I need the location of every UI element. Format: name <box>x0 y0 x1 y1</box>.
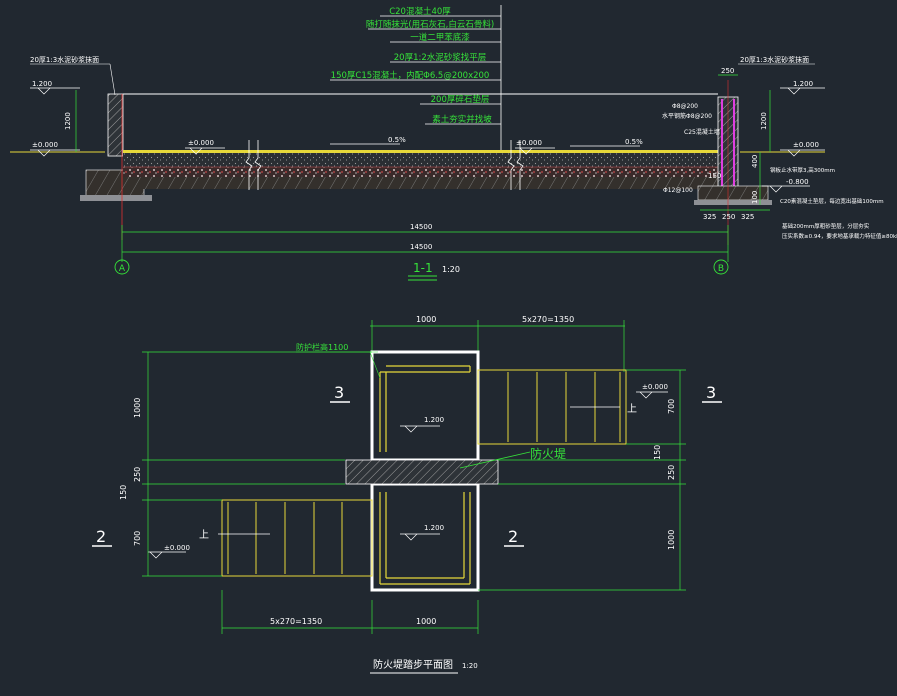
plan-bottom-dims <box>221 590 479 634</box>
plan-dim-top-steps: 5x270=1350 <box>522 315 574 324</box>
plan-level-right-step: ±0.000 <box>642 383 668 391</box>
cut-3-right: 3 <box>706 383 716 402</box>
plan-right-dim-700: 700 <box>667 399 676 414</box>
vertical-dims <box>75 74 771 205</box>
callout-4: 20厚1:2水泥砂浆找平层 <box>394 52 487 63</box>
plan-scale: 1:20 <box>462 662 478 670</box>
right-note-1: 钢板止水带厚3,高300mm <box>770 166 835 174</box>
plan-up-left: 上 <box>199 529 209 541</box>
firewall-band <box>345 459 499 485</box>
tank-lower-outline <box>370 482 480 592</box>
plan-level-lower: 1.200 <box>424 524 444 532</box>
stair-plan: 1000 5x270=1350 上 <box>92 315 722 674</box>
plan-left-dims <box>142 351 372 577</box>
rebar-note-2: 水平钢筋Φ8@200 <box>662 112 712 120</box>
plan-level-upper: 1.200 <box>424 416 444 424</box>
axis-b-label: B <box>718 264 724 274</box>
callout-1: C20混凝土40厚 <box>389 6 451 17</box>
dim-400: 400 <box>751 155 759 168</box>
plan-right-dim-150: 150 <box>653 445 662 460</box>
tank-upper-outline <box>370 350 480 462</box>
firewall-label: 防火堤 <box>530 446 566 461</box>
level-floor-1: ±0.000 <box>188 139 214 147</box>
floor-mortar <box>123 150 718 153</box>
right-note-3: 基础200mm厚粗砂垫层，分层夯实 <box>782 222 870 230</box>
right-wall-note: 20厚1:3水泥砂浆抹面 <box>740 55 809 64</box>
dim-250-top: 250 <box>721 67 734 75</box>
dim-250-b: 250 <box>722 213 735 221</box>
dim-1200-right: 1200 <box>760 112 768 130</box>
callout-texts: C20混凝土40厚 随打随抹光(用石灰石,白云石骨料) 一道二甲苯底漆 20厚1… <box>331 6 495 125</box>
level-ground-left: ±0.000 <box>32 141 58 149</box>
right-note-2: C20素混凝土垫层，每边宽出基础100mm <box>780 197 884 205</box>
left-base <box>80 195 152 201</box>
section-1-1: C20混凝土40厚 随打随抹光(用石灰石,白云石骨料) 一道二甲苯底漆 20厚1… <box>10 5 897 281</box>
axis-a-label: A <box>119 264 126 274</box>
level-markers <box>30 87 825 193</box>
axis-a-circle <box>114 259 130 275</box>
plan-left-dim-250: 250 <box>133 467 142 482</box>
callout-lines <box>330 15 501 125</box>
axis-b-circle <box>713 259 729 275</box>
level-neg: -0.800 <box>786 178 809 186</box>
railing-label: 防护栏高1100 <box>296 342 348 352</box>
plan-left-dim-1000: 1000 <box>133 398 142 418</box>
break-lines <box>245 140 524 190</box>
dim-14500-a: 14500 <box>410 223 432 231</box>
plan-top-dims <box>370 320 625 372</box>
callout-3: 一道二甲苯底漆 <box>410 32 470 43</box>
level-top-right: 1.200 <box>793 80 813 88</box>
right-base <box>694 200 772 205</box>
level-floor-2: ±0.000 <box>516 139 542 147</box>
slope-2-label: 0.5% <box>625 138 643 146</box>
plan-title: 防火堤踏步平面图 <box>373 658 453 671</box>
plan-level-left-step: ±0.000 <box>164 544 190 552</box>
cut-2-right: 2 <box>508 527 518 546</box>
right-note-4: 压实系数≥0.94，要求地基承载力特征值≥80kPa <box>782 232 897 240</box>
cut-3-left: 3 <box>334 383 344 402</box>
right-notes: 钢板止水带厚3,高300mm C20素混凝土垫层，每边宽出基础100mm 基础2… <box>770 166 897 240</box>
left-wall-note: 20厚1:3水泥砂浆抹面 <box>30 55 99 64</box>
left-stair <box>221 499 373 577</box>
rebar-note-1: Φ8@200 <box>672 103 698 110</box>
floor-gravel <box>123 167 718 177</box>
plan-levels <box>148 391 668 559</box>
plan-dim-bot-steps: 5x270=1350 <box>270 617 322 626</box>
dim-325-a: 325 <box>703 213 716 221</box>
dim-14500-b: 14500 <box>410 243 432 251</box>
dim-150: 150 <box>708 172 721 180</box>
floor-concrete <box>123 153 718 167</box>
level-top-left: 1.200 <box>32 80 52 88</box>
slope-1-label: 0.5% <box>388 136 406 144</box>
plan-up-right: 上 <box>627 403 637 415</box>
dim-100: 100 <box>751 191 759 204</box>
floor-soil <box>123 177 718 189</box>
plan-right-dim-1000: 1000 <box>667 530 676 550</box>
level-ground-right: ±0.000 <box>793 141 819 149</box>
rebar-note-3: C25混凝土墙 <box>684 128 720 136</box>
cut-2-left: 2 <box>96 527 106 546</box>
section-scale: 1:20 <box>442 265 460 274</box>
plan-left-dim-700: 700 <box>133 531 142 546</box>
bottom-dims <box>121 209 770 262</box>
bar-label: Φ12@100 <box>663 187 693 194</box>
callout-7: 素土夯实并找坡 <box>432 114 492 125</box>
callout-2: 随打随抹光(用石灰石,白云石骨料) <box>366 19 494 30</box>
plan-dim-top-1000: 1000 <box>416 315 436 324</box>
plan-left-dim-150: 150 <box>119 485 128 500</box>
callout-5: 150厚C15混凝土，内配Φ6.5@200x200 <box>331 70 490 81</box>
railings <box>379 365 471 585</box>
plan-right-dims <box>478 369 686 591</box>
plan-dim-bot-1000: 1000 <box>416 617 436 626</box>
right-stair <box>477 369 627 445</box>
callout-6: 200厚碎石垫层 <box>431 94 490 105</box>
plan-right-dim-250: 250 <box>667 465 676 480</box>
rebar-notes: Φ8@200 水平钢筋Φ8@200 C25混凝土墙 Φ12@100 <box>662 103 720 194</box>
left-wall <box>107 93 124 157</box>
dim-325-b: 325 <box>741 213 754 221</box>
section-title: 1-1 <box>413 261 433 275</box>
dim-1200-left: 1200 <box>64 112 72 130</box>
